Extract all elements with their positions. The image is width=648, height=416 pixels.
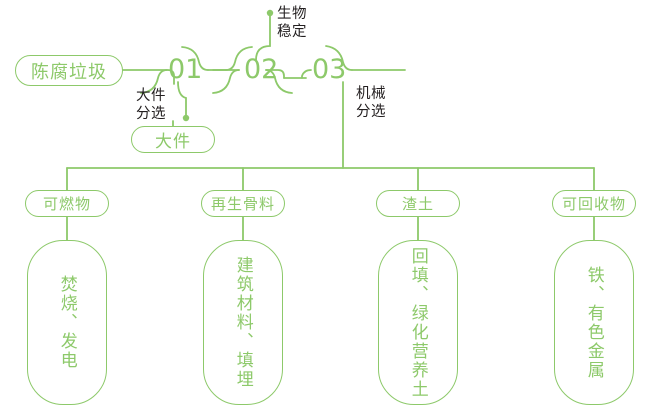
dot-01-stem <box>182 114 190 122</box>
link-02-to-03-a <box>265 69 285 79</box>
node-category-slag-soil[interactable]: 渣土 <box>376 190 460 217</box>
outcome-text-recycled-aggregate: 建筑材料、填埋 <box>233 256 253 389</box>
outcome-text-recyclable: 铁、有色金属 <box>584 265 604 380</box>
dot-02-stem <box>266 9 274 17</box>
stage-caption-02: 生物 稳定 <box>277 6 307 40</box>
outcome-text-slag-soil: 回填、绿化营养土 <box>408 246 428 399</box>
outcome-text-combustible: 焚烧、发电 <box>57 275 77 370</box>
stage-number-03[interactable]: 03 <box>312 54 347 85</box>
bracket-02-lower-left <box>212 69 240 94</box>
bracket-03-lower-left <box>301 69 312 79</box>
stem-01-down <box>177 81 187 118</box>
node-outcome-slag-soil[interactable]: 回填、绿化营养土 <box>378 240 458 405</box>
bracket-01-lower <box>140 69 168 94</box>
stem-02-up <box>255 13 271 61</box>
node-outcome-recycled-aggregate[interactable]: 建筑材料、填埋 <box>203 240 283 405</box>
stage-number-01[interactable]: 01 <box>168 54 203 85</box>
node-category-combustible[interactable]: 可燃物 <box>25 190 109 217</box>
node-category-recycled-aggregate[interactable]: 再生骨料 <box>201 190 285 217</box>
bracket-01-upper <box>181 46 209 71</box>
stage-caption-03: 机械 分选 <box>356 86 386 120</box>
node-outcome-combustible[interactable]: 焚烧、发电 <box>27 240 107 405</box>
link-root-to-01 <box>122 69 175 85</box>
bracket-03-upper <box>325 45 353 71</box>
stage-number-02[interactable]: 02 <box>244 54 279 85</box>
node-category-recyclable[interactable]: 可回收物 <box>552 190 636 217</box>
node-root[interactable]: 陈腐垃圾 <box>15 55 123 86</box>
bracket-02-upper <box>225 46 253 71</box>
node-side-output-bulky[interactable]: 大件 <box>131 126 215 153</box>
node-outcome-recyclable[interactable]: 铁、有色金属 <box>554 240 634 405</box>
stage-caption-01: 大件 分选 <box>136 88 166 122</box>
